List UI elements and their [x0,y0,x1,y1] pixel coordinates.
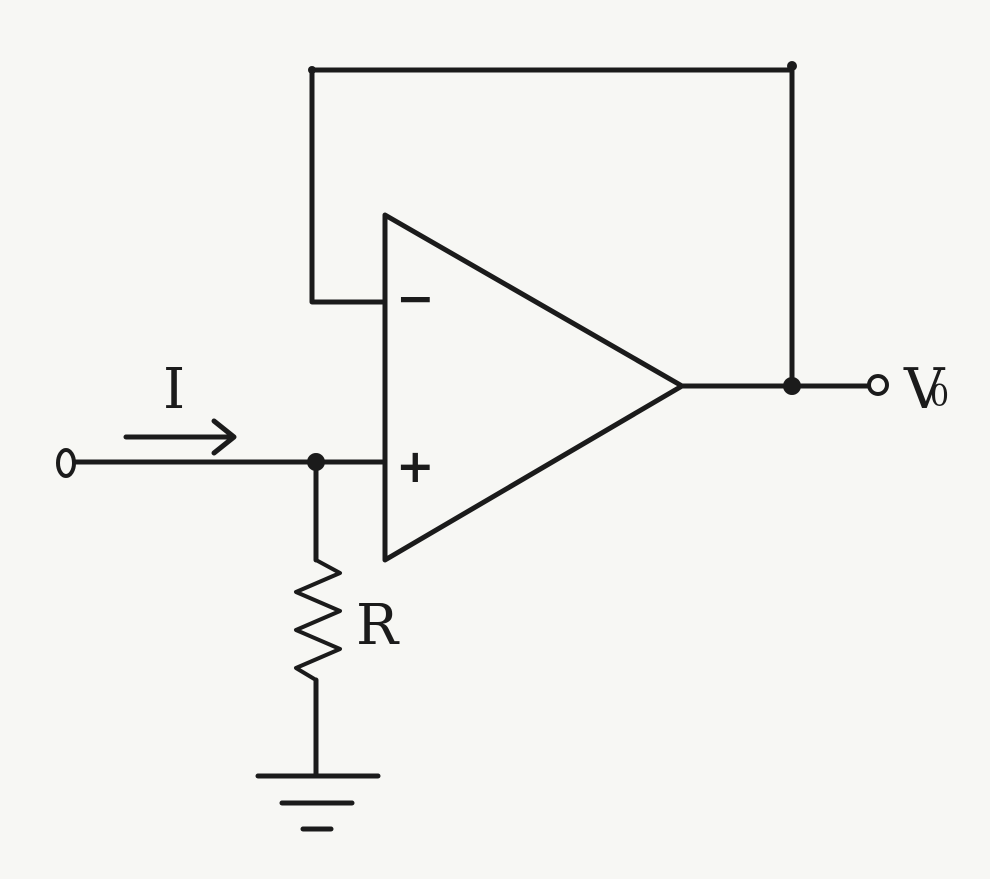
output-junction-dot [783,377,801,395]
resistor-label: R [356,593,400,658]
inverting-input-sign: − [396,271,435,325]
output-terminal [867,374,889,396]
noninverting-input-sign: + [396,439,435,493]
output-voltage-label: V [903,357,946,422]
current-label: I [163,357,185,422]
feedback-corner-dot-left [308,66,316,74]
input-junction-dot [307,453,325,471]
feedback-corner-dot-right [787,61,797,71]
op-amp-triangle [382,212,685,563]
resistor-symbol [294,558,342,682]
output-voltage-subscript: 0 [930,379,949,414]
input-terminal [56,448,76,478]
current-arrow [123,418,237,456]
ground-symbol [255,773,381,832]
